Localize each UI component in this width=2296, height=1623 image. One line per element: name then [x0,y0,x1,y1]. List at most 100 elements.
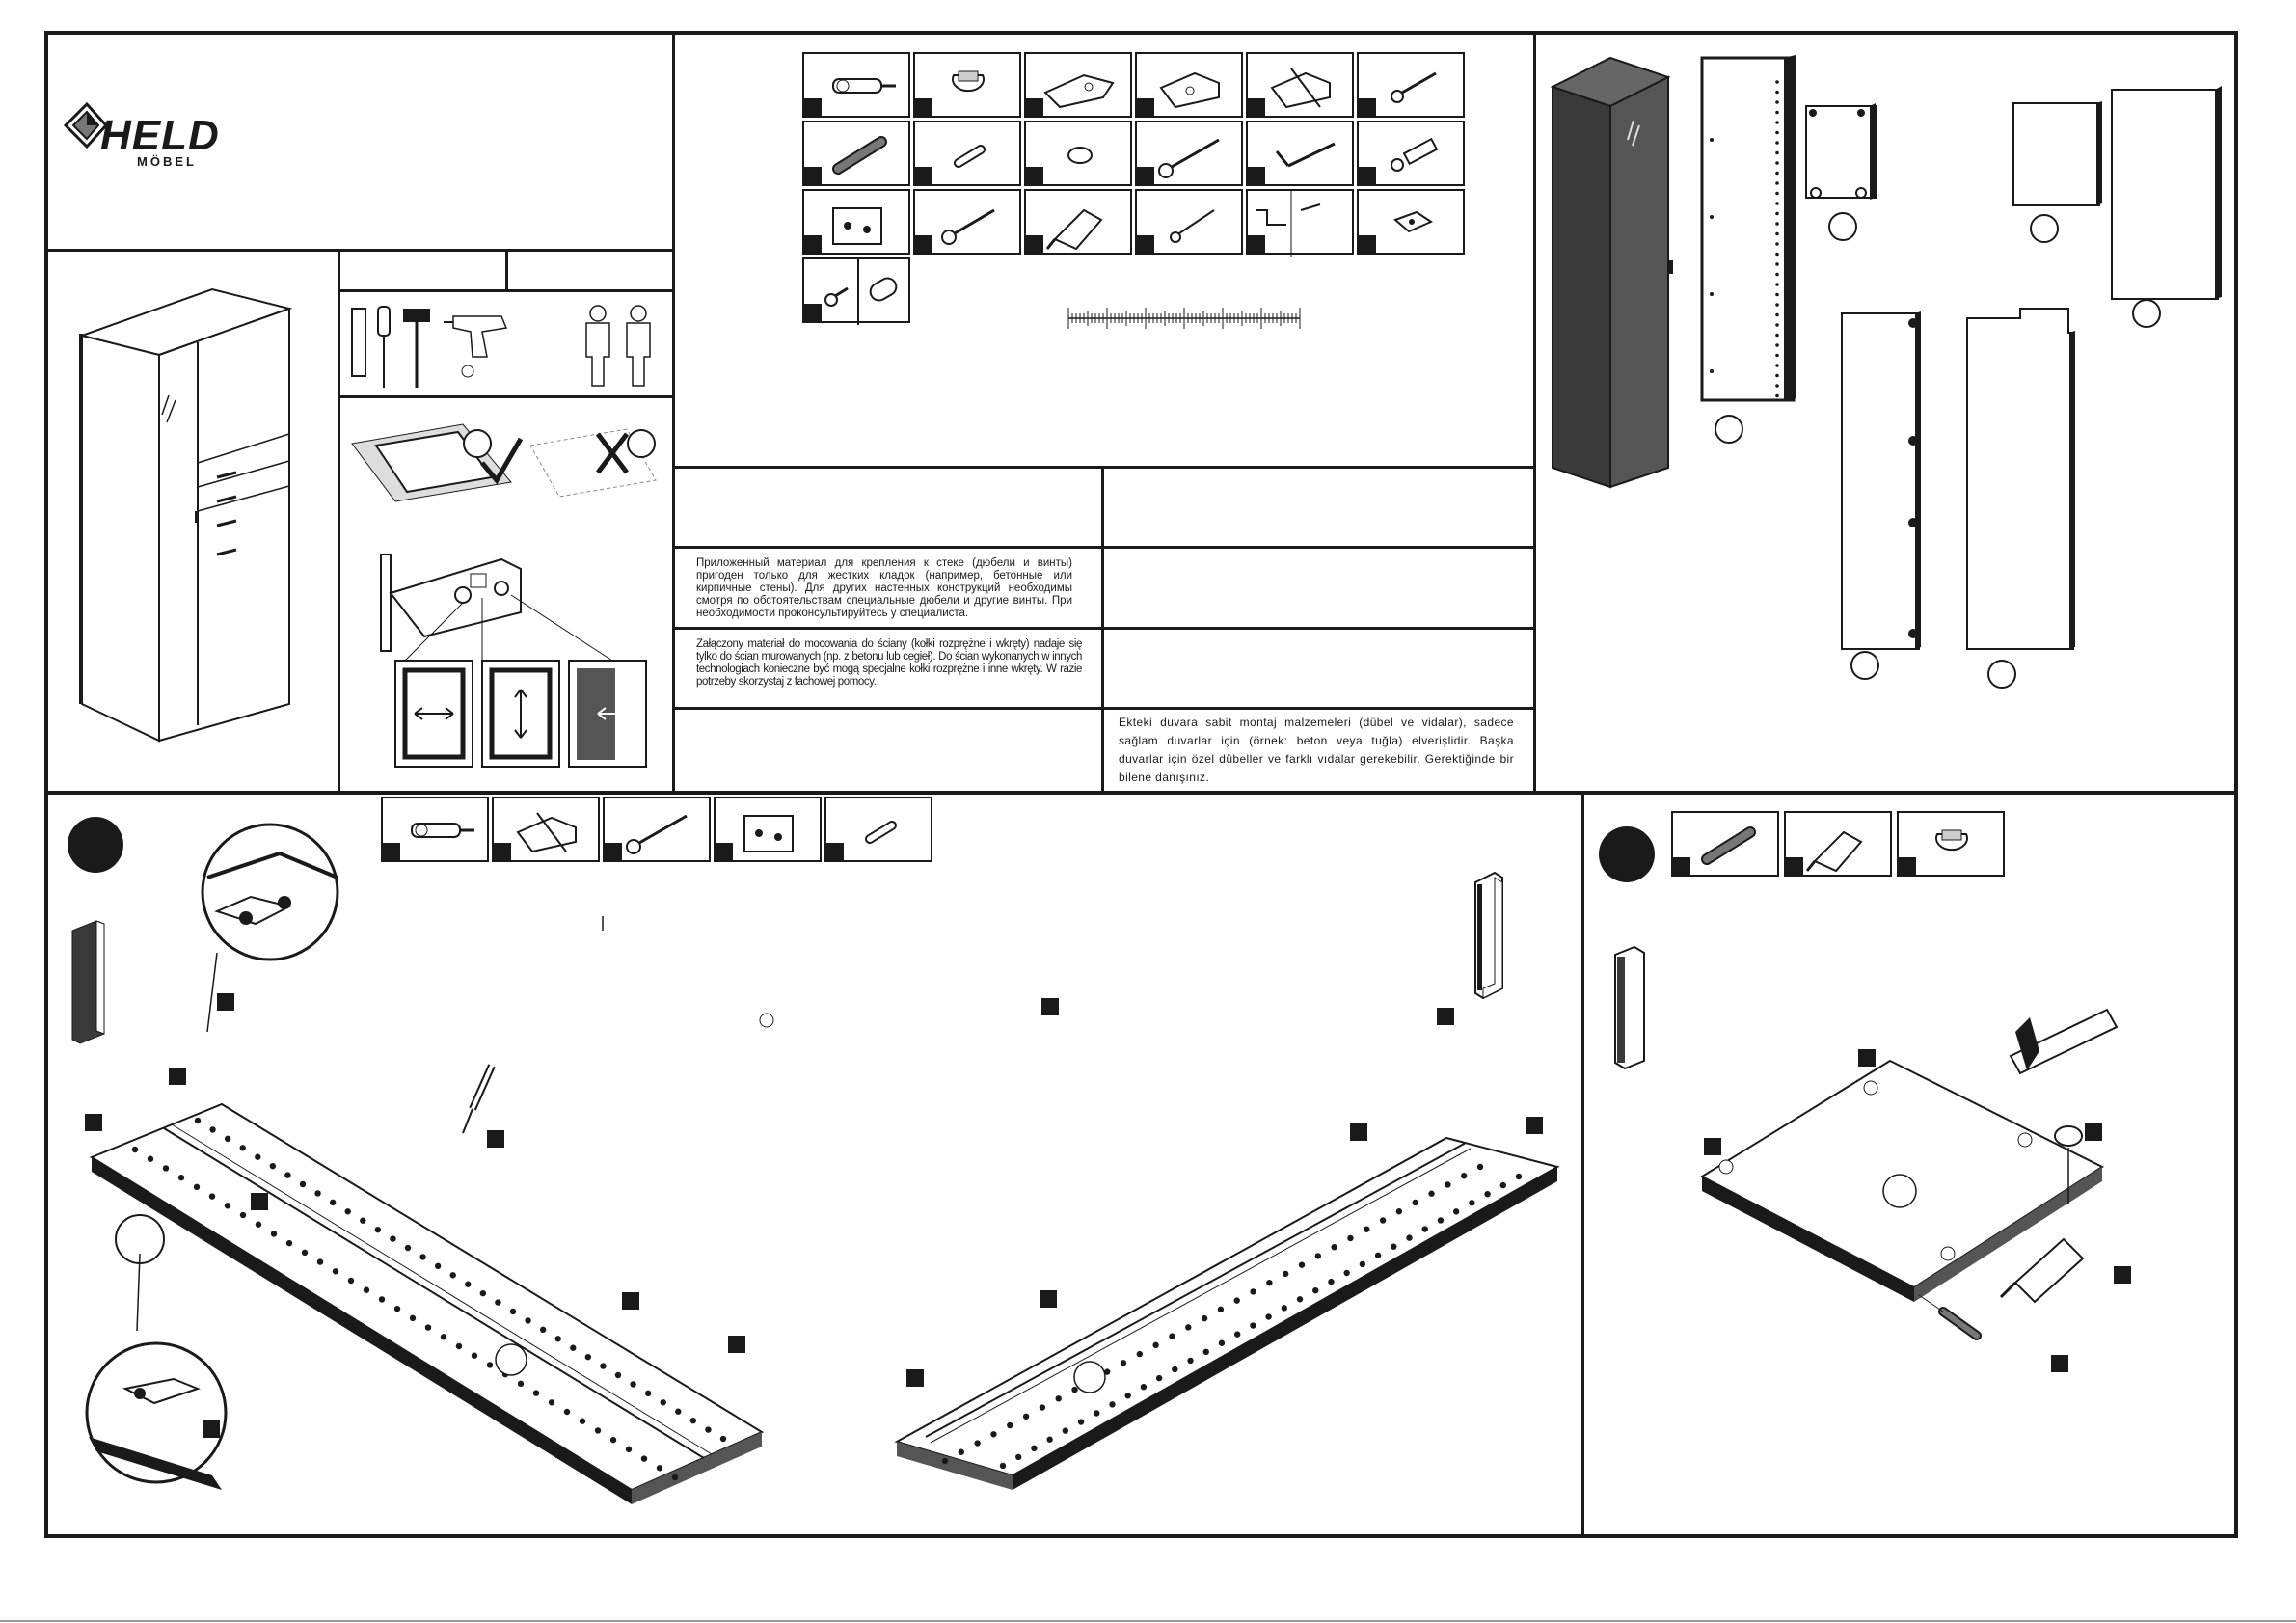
step-marker [487,1130,504,1148]
step-marker [2085,1123,2102,1141]
hardware-cell [802,257,910,325]
note-russian: Приложенный материал для крепления к сте… [696,557,1072,619]
shelf-pin-icon [954,145,986,168]
step-marker [169,1068,186,1085]
glue-tube-icon [1805,830,1863,873]
step-2-badge [1599,826,1655,882]
divider [1533,31,1536,795]
hardware-cell [913,189,1021,255]
hardware-cell [381,797,489,862]
cross-icon [596,432,629,474]
hardware-cell [1784,811,1892,877]
step-marker [728,1336,745,1353]
hardware-cell [1024,52,1132,118]
step-marker [251,1193,268,1210]
hardware-cell [1024,121,1132,186]
wooden-dowel-icon [832,136,887,175]
screw-dowel-icon [411,823,474,838]
shelf-pin-icon [865,821,897,844]
hardware-cell [1897,811,2005,877]
floor-protection-hint [351,423,657,502]
hinge-plate-icon [1159,71,1220,109]
hardware-cell [1357,52,1465,118]
divider [672,707,1535,710]
divider [1581,791,1584,1538]
long-screw-icon [626,814,688,854]
hardware-cell [802,121,910,186]
glue-tube-icon [1045,208,1103,251]
divider [338,395,673,398]
chipboard-screw-icon [941,208,995,245]
step-marker [1704,1138,1721,1155]
cam-lock-icon [952,70,985,93]
step-marker [1040,1290,1057,1308]
bottom-frame [44,791,2238,1538]
cam-lock-icon [1935,829,1968,852]
note-turkish: Ekteki duvara sabit montaj malzemeleri (… [1119,716,1514,784]
step-marker [622,1292,639,1310]
pin-icon [869,277,898,302]
step-marker [1526,1117,1543,1134]
hardware-cell [1135,121,1243,186]
hardware-cell [1246,52,1354,118]
bottom-rule [0,1620,2296,1622]
hardware-cell [714,797,822,862]
hardware-cell [492,797,600,862]
hardware-cell [1135,52,1243,118]
handle-screw-icon [1256,191,1321,257]
hinge-crossed-icon [516,812,577,853]
smiley-icon [463,429,492,458]
wall-plug-icon [1391,137,1439,172]
sad-icon [627,429,656,458]
step-1-badge [68,817,123,873]
step-marker [85,1114,102,1131]
hinge-crossed-icon [1270,68,1331,109]
check-icon [480,437,524,485]
hardware-cell [824,797,932,862]
divider [338,249,340,795]
brand-logo: HELD MÖBEL [56,85,230,172]
wall-hook-icon [1393,210,1434,233]
hardware-cell [1246,121,1354,186]
hardware-cell [1246,189,1354,257]
tools-required [351,305,651,388]
step-marker [1041,998,1059,1015]
step-2-assembly [1614,945,2119,1340]
hardware-cell [1357,189,1465,255]
bracket-icon [743,815,794,852]
cap-icon [1067,147,1093,164]
long-screw-icon [1158,138,1220,178]
hardware-cell [603,797,711,862]
hardware-cell [1024,189,1132,255]
brand-sub: MÖBEL [137,154,197,169]
wooden-dowel-icon [1701,826,1756,865]
hardware-cell [802,189,910,255]
step-marker [2051,1355,2068,1372]
divider [44,249,673,252]
nail-icon [1170,209,1215,243]
measuring-ruler [1067,308,1301,329]
small-screw-icon [824,259,898,325]
bracket-icon [832,207,882,245]
hook-screw-icon [1275,142,1336,168]
brand-name: HELD [100,112,220,159]
screw-dowel-icon [832,78,896,94]
step-marker [906,1369,924,1387]
hinge-adjustment-diagram [380,554,647,768]
step-marker [1858,1049,1876,1067]
divider [1101,466,1104,795]
divider [672,627,1535,630]
hardware-cell [913,121,1021,186]
wood-screw-icon [1391,71,1437,103]
divider [672,546,1535,549]
hardware-cell [1357,121,1465,186]
step-marker [203,1420,220,1438]
step-marker [2114,1266,2131,1284]
divider [505,249,508,291]
hinge-icon [1043,73,1115,109]
hardware-cell [802,52,910,118]
hardware-cell [1671,811,1779,877]
logo-mark-icon [63,101,109,149]
hardware-cell [1135,189,1243,255]
hardware-cell [913,52,1021,118]
